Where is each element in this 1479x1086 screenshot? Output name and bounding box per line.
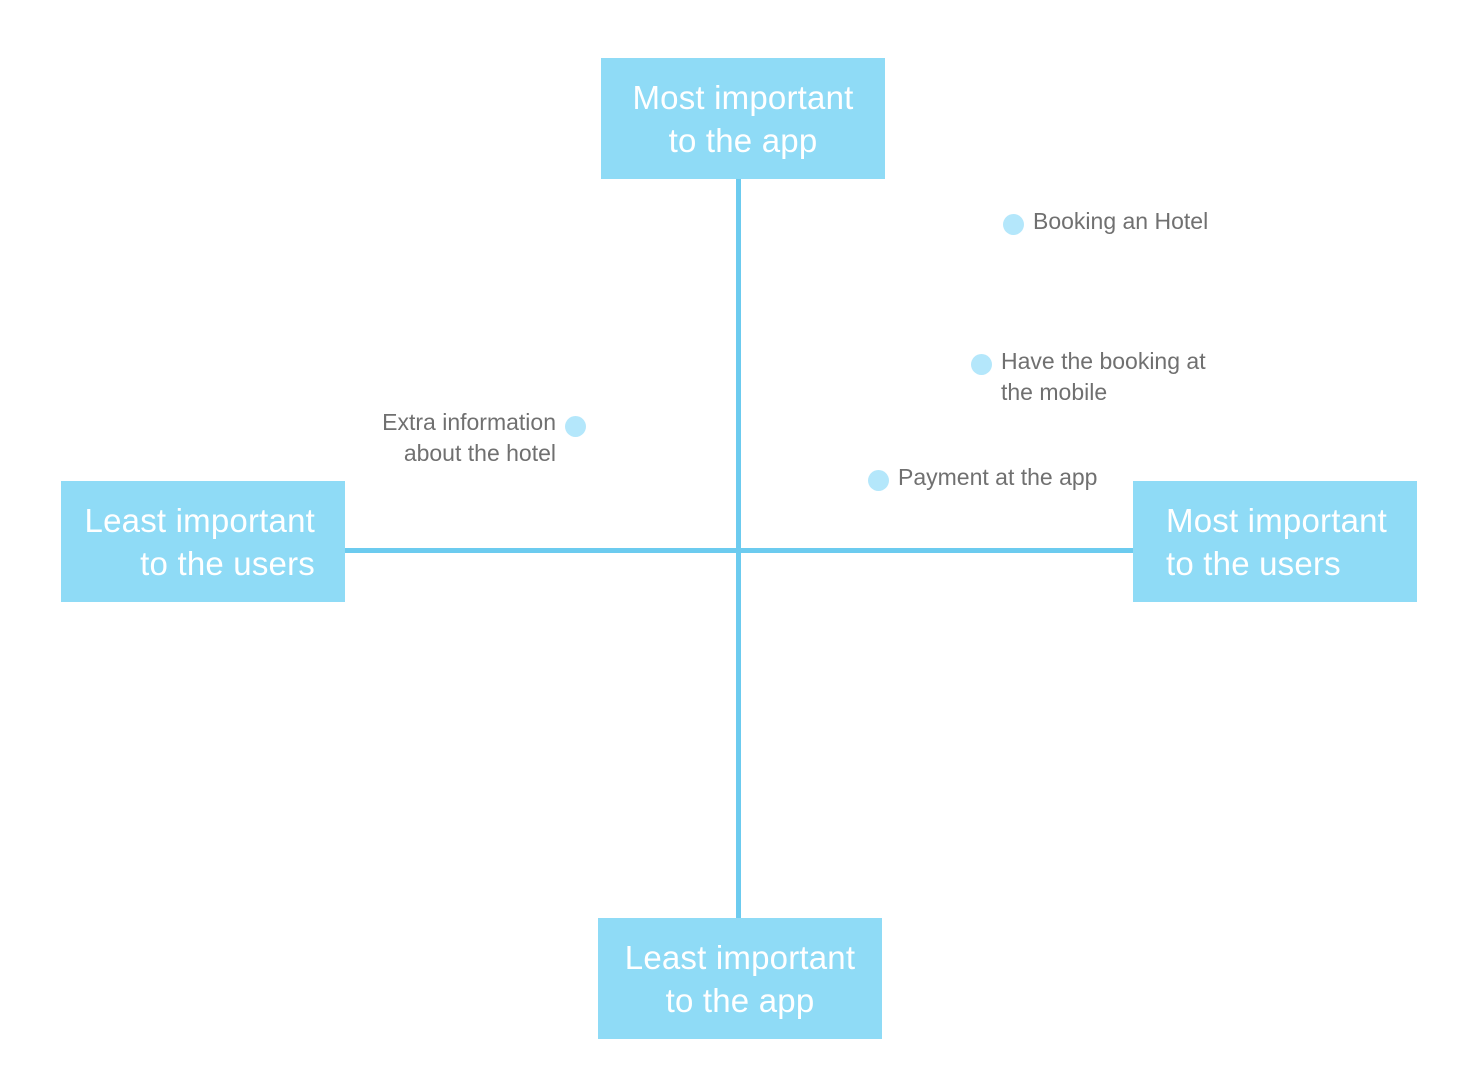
point-label-booking-hotel-line-1: Booking an Hotel [1033, 208, 1209, 234]
top-axis-line-1: Most important [632, 78, 854, 116]
left-axis-box: Least important to the users [61, 481, 345, 602]
horizontal-axis-line [344, 548, 1134, 553]
right-axis-box: Most important to the users [1133, 481, 1417, 602]
point-label-payment-line-1: Payment at the app [898, 464, 1098, 490]
point-label-booking-mobile: Have the booking at the mobile [1001, 346, 1206, 408]
point-label-booking-hotel: Booking an Hotel [1033, 206, 1208, 237]
point-label-payment: Payment at the app [898, 462, 1097, 493]
point-label-booking-mobile-line-2: the mobile [1001, 379, 1108, 405]
left-axis-line-1: Least important [84, 501, 315, 539]
point-dot-payment [868, 470, 889, 491]
point-label-extra-info-line-2: about the hotel [403, 440, 556, 466]
top-axis-box: Most important to the app [601, 58, 885, 179]
right-axis-line-2: to the users [1166, 544, 1341, 582]
left-axis-line-2: to the users [140, 544, 315, 582]
bottom-axis-line-2: to the app [665, 981, 815, 1019]
point-label-booking-mobile-line-1: Have the booking at [1001, 348, 1206, 374]
top-axis-line-2: to the app [668, 121, 818, 159]
bottom-axis-box: Least important to the app [598, 918, 882, 1039]
bottom-axis-line-1: Least important [624, 938, 856, 976]
point-label-extra-info: Extra information about the hotel [382, 407, 556, 469]
right-axis-line-1: Most important [1166, 501, 1388, 539]
point-label-extra-info-line-1: Extra information [382, 409, 556, 435]
point-dot-extra-info [565, 416, 586, 437]
point-dot-booking-hotel [1003, 214, 1024, 235]
point-dot-booking-mobile [971, 354, 992, 375]
